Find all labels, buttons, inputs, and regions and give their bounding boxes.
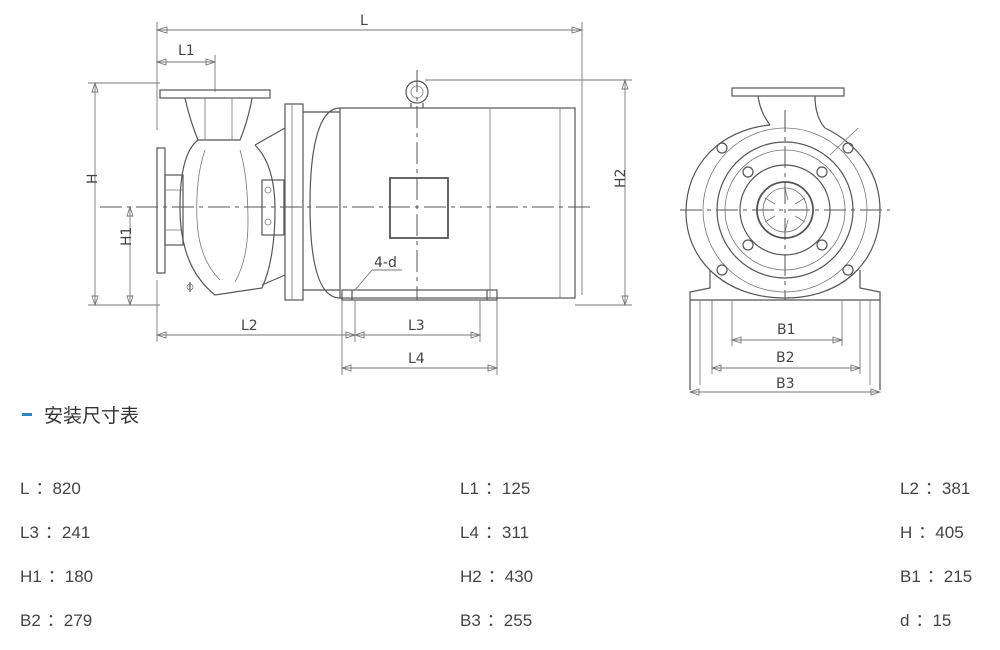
spec-key: H bbox=[900, 523, 913, 542]
dim-label-H: H bbox=[85, 173, 101, 184]
spec-value: 430 bbox=[504, 567, 534, 586]
dim-label-B2: B2 bbox=[776, 350, 795, 366]
spec-colon: ： bbox=[44, 523, 62, 542]
spec-value: 215 bbox=[943, 567, 973, 586]
spec-colon: ： bbox=[484, 479, 502, 498]
spec-key: B3 bbox=[460, 611, 481, 630]
spec-colon: ： bbox=[486, 611, 504, 630]
spec-cell-h2: H2 ：430 bbox=[460, 562, 533, 587]
dim-label-B1: B1 bbox=[777, 322, 796, 338]
dim-label-B3: B3 bbox=[776, 376, 795, 392]
spec-value: 820 bbox=[52, 479, 81, 498]
dim-label-bolt: 4-d bbox=[374, 255, 397, 271]
spec-colon: ： bbox=[915, 611, 933, 630]
spec-key: L3 bbox=[20, 523, 39, 542]
dim-label-L4: L4 bbox=[408, 351, 425, 367]
spec-value: 180 bbox=[64, 567, 94, 586]
spec-colon: ： bbox=[484, 523, 502, 542]
spec-cell-b1: B1 ：215 bbox=[900, 562, 972, 587]
side-view: L L1 bbox=[85, 13, 632, 375]
spec-value: 255 bbox=[503, 611, 533, 630]
spec-cell-l1: L1 ：125 bbox=[460, 474, 530, 499]
spec-key: B2 bbox=[20, 611, 41, 630]
accent-dash bbox=[22, 412, 32, 416]
spec-value: 15 bbox=[932, 611, 952, 630]
spec-cell-l3: L3 ：241 bbox=[20, 518, 90, 543]
spec-cell-b2: B2 ：279 bbox=[20, 606, 92, 631]
spec-colon: ： bbox=[926, 567, 944, 586]
dim-label-H2: H2 bbox=[613, 169, 629, 188]
spec-colon: ： bbox=[924, 479, 942, 498]
spec-cell-l: L ：820 bbox=[20, 474, 81, 499]
spec-value: 241 bbox=[61, 523, 91, 542]
spec-cell-b3: B3 ：255 bbox=[460, 606, 532, 631]
spec-value: 405 bbox=[935, 523, 964, 542]
front-view: B1 B2 B3 bbox=[680, 87, 890, 396]
spec-value: 381 bbox=[941, 479, 971, 498]
spec-colon: ： bbox=[487, 567, 505, 586]
spec-key: d bbox=[900, 611, 910, 630]
spec-key: L2 bbox=[900, 479, 919, 498]
spec-cell-h: H ：405 bbox=[900, 518, 964, 543]
spec-key: L bbox=[20, 479, 30, 498]
spec-cell-l4: L4 ：311 bbox=[460, 518, 529, 543]
section-title: 安装尺寸表 bbox=[44, 405, 140, 427]
spec-value: 125 bbox=[501, 479, 531, 498]
spec-key: L1 bbox=[460, 479, 479, 498]
dim-label-L: L bbox=[360, 13, 368, 29]
dim-label-H1: H1 bbox=[119, 227, 135, 246]
spec-key: L4 bbox=[460, 523, 479, 542]
dim-label-L1: L1 bbox=[178, 43, 195, 59]
section-heading: 安装尺寸表 bbox=[22, 402, 140, 427]
spec-value: 279 bbox=[63, 611, 93, 630]
spec-value: 311 bbox=[501, 523, 530, 542]
spec-colon: ： bbox=[918, 523, 936, 542]
spec-key: H1 bbox=[20, 567, 42, 586]
spec-colon: ： bbox=[47, 567, 65, 586]
spec-key: B1 bbox=[900, 567, 921, 586]
spec-cell-d: d ：15 bbox=[900, 606, 951, 631]
spec-key: H2 bbox=[460, 567, 482, 586]
pump-installation-drawing: L L1 bbox=[85, 13, 890, 396]
spec-cell-l2: L2 ：381 bbox=[900, 474, 970, 499]
spec-cell-h1: H1 ：180 bbox=[20, 562, 93, 587]
dim-label-L3: L3 bbox=[408, 318, 425, 334]
spec-colon: ： bbox=[35, 479, 53, 498]
spec-colon: ： bbox=[46, 611, 64, 630]
dim-label-L2: L2 bbox=[241, 318, 258, 334]
